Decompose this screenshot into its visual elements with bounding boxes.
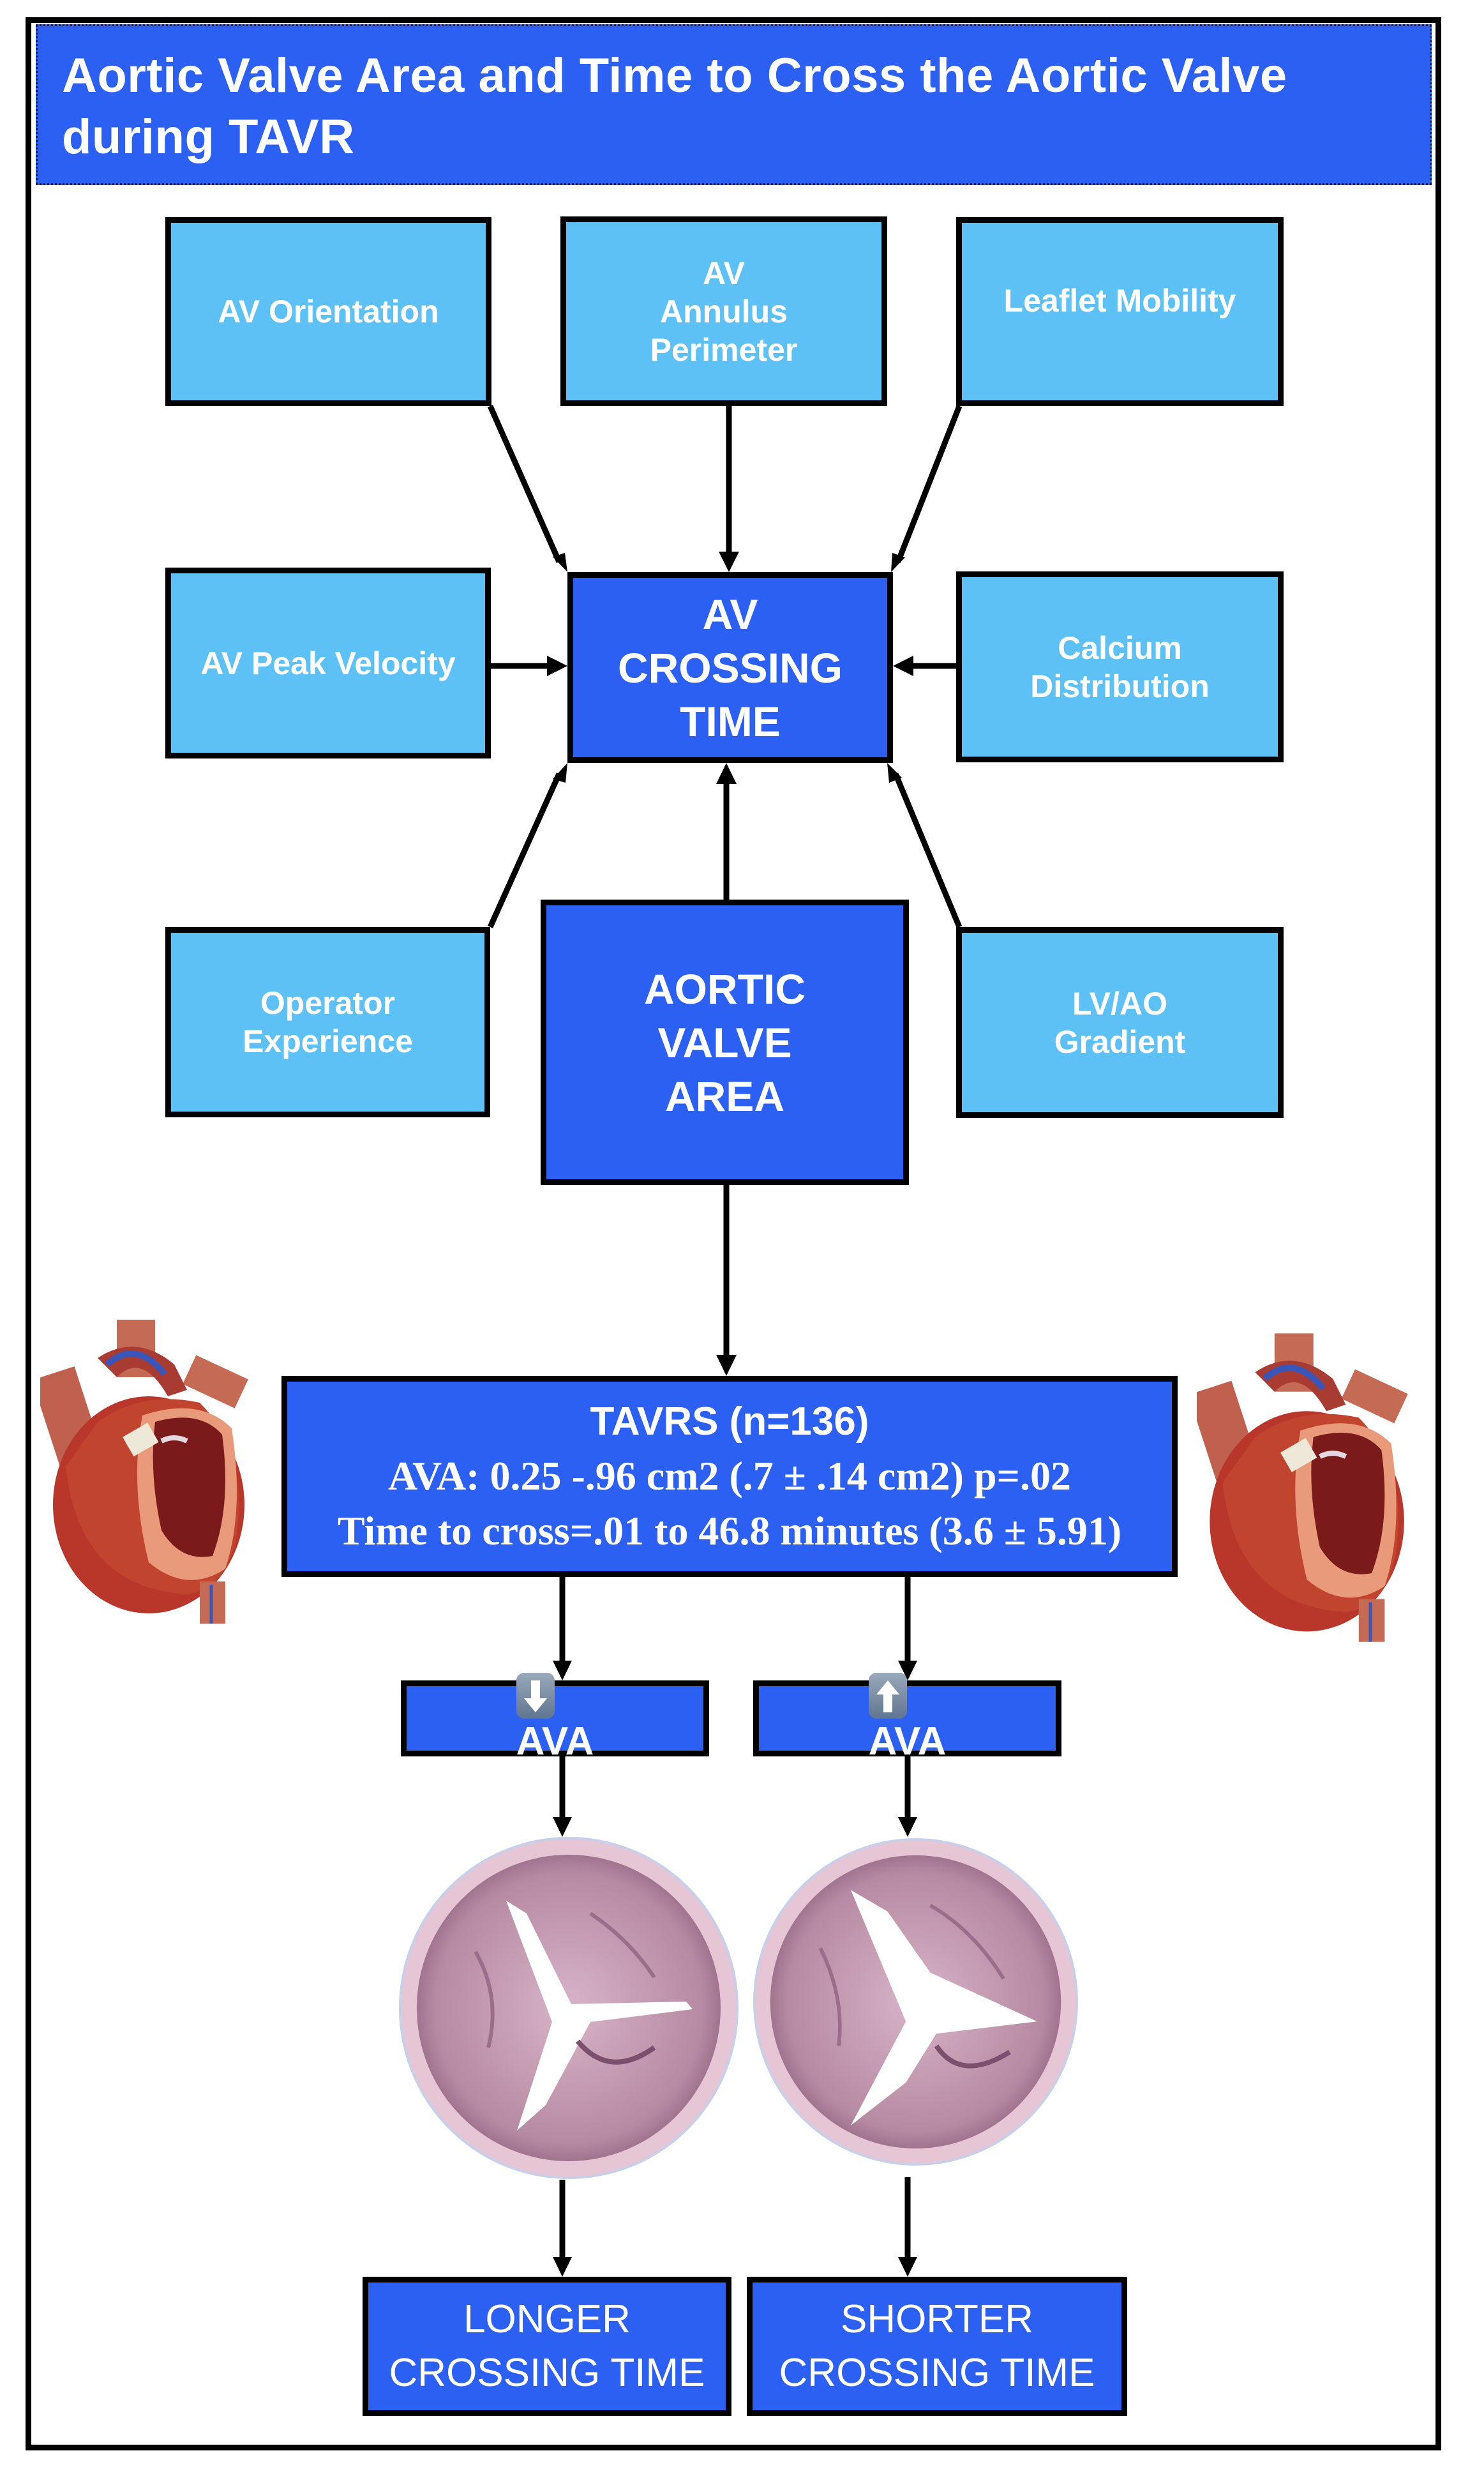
factor-av-annulus-perimeter: AV Annulus Perimeter	[560, 216, 887, 406]
arrowhead-icon	[716, 763, 737, 784]
factor-label: Distribution	[1030, 668, 1210, 704]
factor-leaflet-mobility: Leaflet Mobility	[956, 217, 1284, 406]
arrowhead-icon	[898, 1817, 917, 1837]
arrowhead-icon	[891, 553, 905, 572]
arrow-operator-to-crossing	[487, 773, 562, 928]
factor-label: AV Peak Velocity	[200, 645, 456, 681]
page-title: Aortic Valve Area and Time to Cross the …	[36, 24, 1432, 185]
arrow-gradient-to-crossing	[892, 773, 963, 928]
arrow-orientation-to-crossing	[487, 405, 562, 563]
factor-label: LV/AO	[1072, 985, 1168, 1022]
arrowhead-icon	[719, 552, 739, 572]
outcome-label: LONGER	[463, 2297, 631, 2341]
high-ava-label: AVA	[868, 1719, 947, 1763]
low-ava-box: AVA	[401, 1673, 709, 1763]
factor-label: Leaflet Mobility	[1003, 283, 1236, 319]
valve-image-low-ava	[399, 1837, 738, 2179]
outcome-label: CROSSING TIME	[389, 2351, 705, 2395]
study-time-range: Time to cross=.01 to 46.8 minutes (3.6 ±…	[337, 1507, 1122, 1553]
heart-illustration-left	[40, 1320, 248, 1624]
outcome-label: SHORTER	[840, 2297, 1033, 2341]
arrowhead-icon	[553, 553, 567, 572]
factor-label: Calcium	[1058, 630, 1182, 666]
factor-av-orientation: AV Orientation	[165, 217, 491, 406]
up-arrow-icon	[868, 1673, 907, 1719]
factor-label: Annulus	[660, 293, 788, 329]
study-ava-range: AVA: 0.25 -.96 cm2 (.7 ± .14 cm2) p=.02	[387, 1452, 1072, 1498]
study-title: TAVRS (n=136)	[590, 1399, 869, 1444]
arrowhead-icon	[898, 2257, 917, 2277]
heart-illustration-right	[1197, 1333, 1408, 1642]
factor-label: Experience	[243, 1023, 413, 1059]
factor-label: Operator	[260, 985, 396, 1021]
heart-icon	[1197, 1333, 1408, 1642]
factor-lv-ao-gradient: LV/AO Gradient	[956, 927, 1284, 1118]
crossing-time-label: CROSSING	[617, 644, 843, 691]
aortic-valve-area-box: AORTIC VALVE AREA	[541, 900, 909, 1185]
arrowhead-icon	[553, 2257, 572, 2277]
factor-label: Gradient	[1054, 1023, 1186, 1060]
aortic-valve-icon	[753, 1838, 1078, 2166]
area-label: AREA	[664, 1072, 784, 1120]
high-ava-box: AVA	[753, 1673, 1061, 1763]
heart-icon	[40, 1320, 248, 1624]
factor-label: AV	[703, 255, 745, 291]
longer-crossing-time-box: LONGER CROSSING TIME	[363, 2277, 731, 2416]
study-summary-box: TAVRS (n=136) AVA: 0.25 -.96 cm2 (.7 ± .…	[281, 1376, 1178, 1577]
outer-frame	[26, 17, 1441, 2450]
crossing-time-label: TIME	[680, 697, 781, 745]
arrowhead-icon	[893, 656, 913, 676]
arrow-leaflet-to-crossing	[895, 405, 963, 563]
crossing-time-label: AV	[702, 590, 758, 638]
area-label: VALVE	[657, 1018, 792, 1066]
low-ava-label: AVA	[516, 1719, 594, 1763]
shorter-crossing-time-box: SHORTER CROSSING TIME	[747, 2277, 1127, 2416]
arrowhead-icon	[553, 1817, 572, 1837]
av-crossing-time-box: AV CROSSING TIME	[567, 572, 893, 763]
arrowhead-icon	[553, 763, 567, 783]
arrowhead-icon	[553, 1661, 572, 1680]
factor-operator-experience: Operator Experience	[165, 927, 490, 1117]
arrowhead-icon	[547, 656, 567, 676]
area-label: AORTIC	[644, 965, 806, 1013]
arrowhead-icon	[716, 1355, 737, 1376]
valve-image-high-ava	[753, 1838, 1078, 2166]
aortic-valve-icon	[399, 1837, 738, 2179]
outcome-label: CROSSING TIME	[779, 2351, 1095, 2395]
factor-av-peak-velocity: AV Peak Velocity	[165, 568, 491, 758]
down-arrow-icon	[516, 1673, 555, 1719]
arrowhead-icon	[887, 763, 902, 783]
factor-label: Perimeter	[650, 331, 798, 368]
factor-label: AV Orientation	[218, 294, 439, 329]
factor-calcium-distribution: Calcium Distribution	[956, 571, 1284, 762]
arrowhead-icon	[898, 1661, 917, 1680]
